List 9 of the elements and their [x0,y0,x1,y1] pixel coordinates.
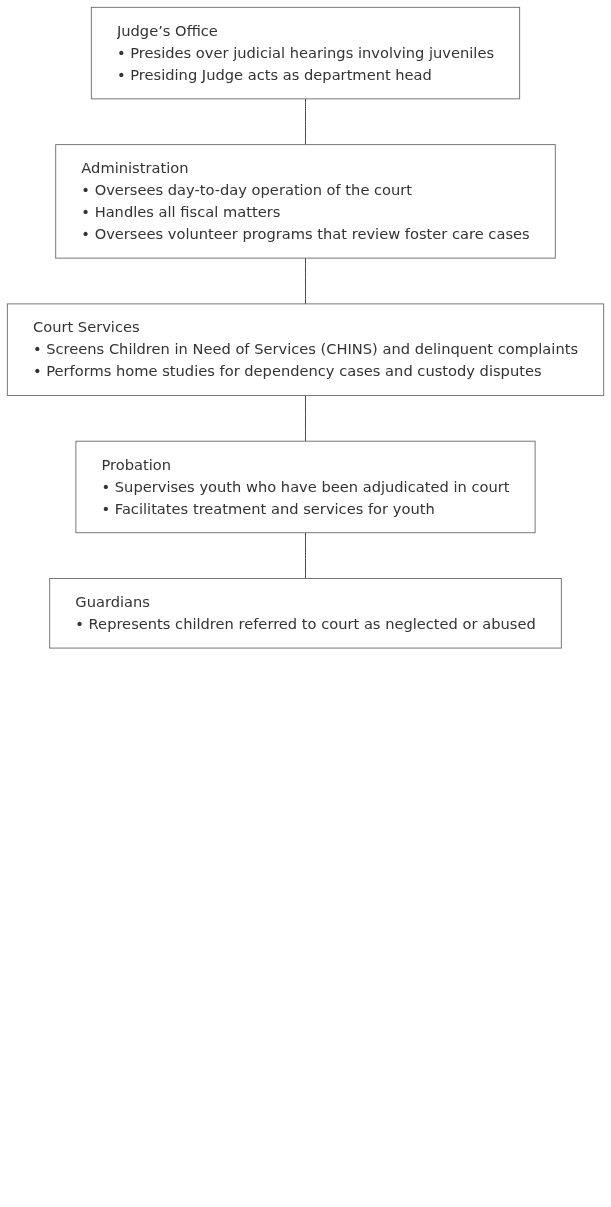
node-box: Court Services • Screens Children in Need of Services (CHINS) and delinquent complaints • Performs home studies for dependency cases and custody disputes [6,303,605,396]
connector [305,257,306,305]
node-box: Judge’s Office • Presides over judicial hearings involving juveniles • Presiding Judge acts as department head [90,6,521,100]
connector [305,394,306,442]
connector [305,532,306,579]
node-box: Administration • Oversees day-to-day operation of the court • Handles all fiscal matters • Oversees volunteer programs that review foster care cases [55,144,556,259]
connector [305,98,306,146]
node-box: Probation • Supervises youth who have been adjudicated in court • Facilitates treatment and services for youth [75,440,536,534]
node-box: Guardians • Represents children referred to court as neglected or abused [49,578,562,649]
